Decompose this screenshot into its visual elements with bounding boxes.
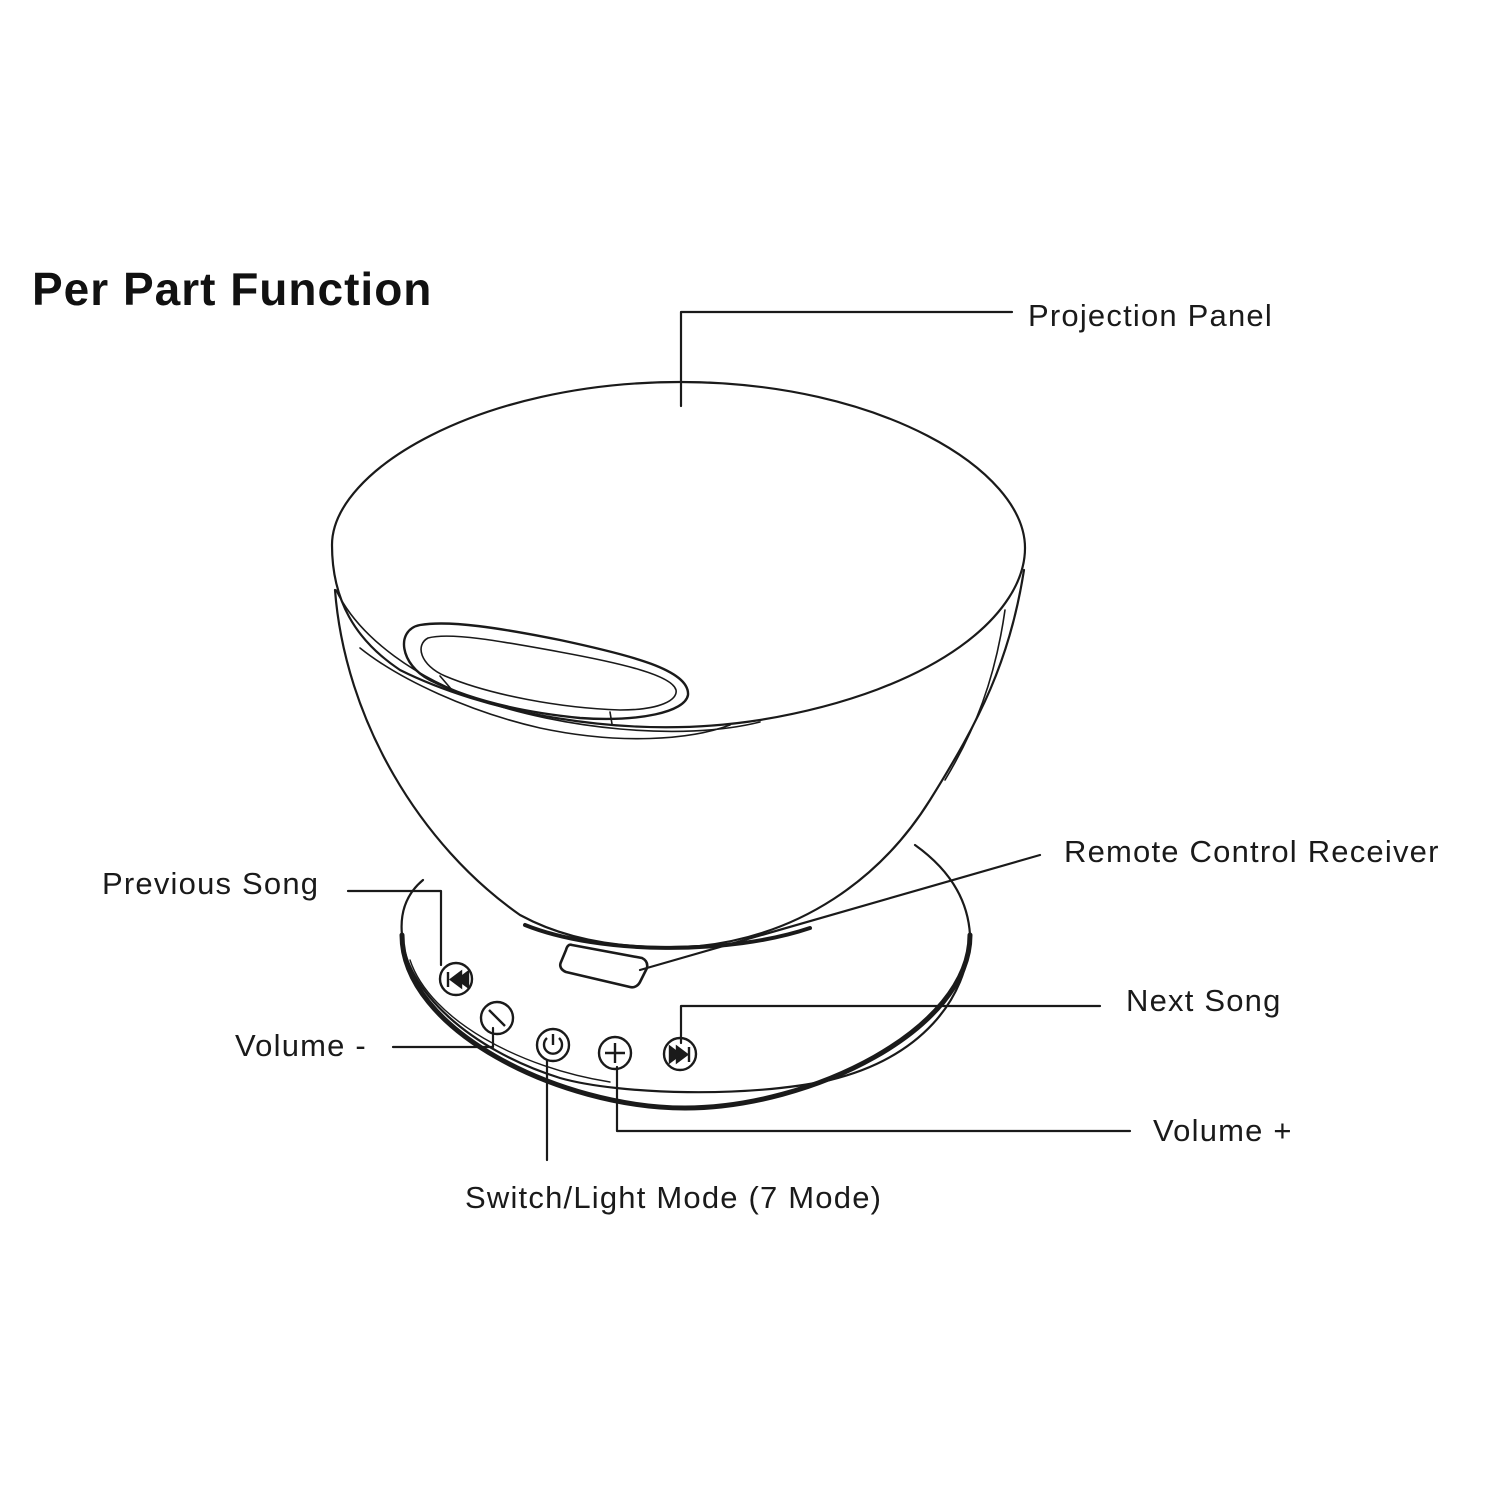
- handle-loop: [359, 622, 731, 740]
- label-volume-up: Volume +: [1153, 1113, 1293, 1148]
- label-switch-light-mode: Switch/Light Mode (7 Mode): [465, 1180, 883, 1215]
- label-volume-down: Volume -: [235, 1028, 367, 1063]
- label-projection-panel: Projection Panel: [1028, 298, 1273, 333]
- page-title: Per Part Function: [32, 263, 433, 315]
- remote-receiver-window: [558, 943, 649, 989]
- base-disc: [399, 843, 973, 1111]
- bowl-body: [333, 568, 1026, 950]
- label-remote-control-receiver: Remote Control Receiver: [1064, 834, 1440, 869]
- label-next-song: Next Song: [1126, 983, 1282, 1018]
- leader-lines: [346, 310, 1132, 1162]
- label-previous-song: Previous Song: [102, 866, 320, 901]
